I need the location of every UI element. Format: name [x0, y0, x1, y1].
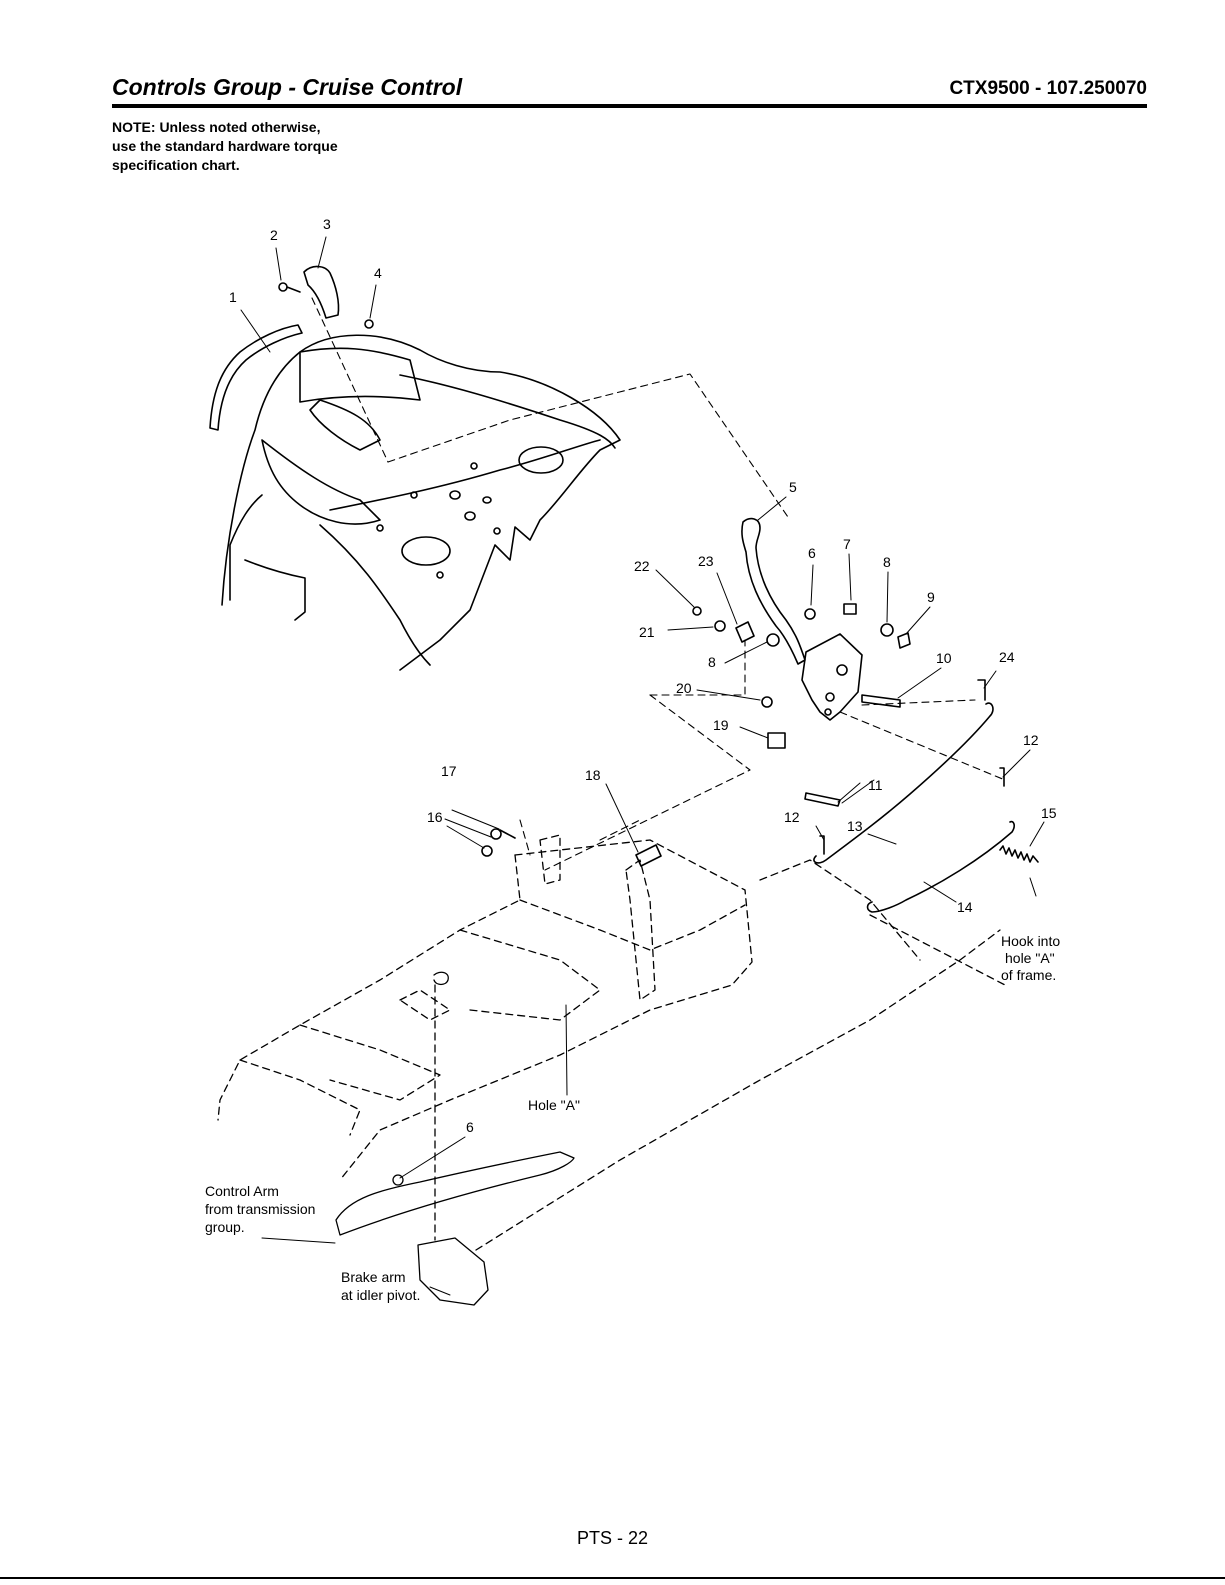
- header-rule: [112, 104, 1147, 108]
- hook-note-line: Hook into: [1001, 933, 1060, 949]
- explode-lines: [311, 297, 1006, 871]
- fender-assembly: [221, 334, 621, 671]
- callout-17: 17: [441, 763, 457, 779]
- page-title: Controls Group - Cruise Control: [112, 74, 463, 100]
- callout-21: 21: [639, 624, 655, 640]
- callout-5: 5: [789, 479, 797, 495]
- note-line: use the standard hardware torque: [112, 138, 338, 154]
- footer-rule: [0, 1577, 1225, 1579]
- cruise-bracket: [801, 633, 863, 721]
- part-2-bolt: [278, 282, 301, 293]
- hardware-small: [481, 603, 1005, 867]
- part-5-lever-rod: [741, 517, 806, 665]
- callout-10: 10: [936, 650, 952, 666]
- brake-arm-note-line: at idler pivot.: [341, 1287, 420, 1303]
- hole-a-label: Hole "A": [528, 1097, 580, 1113]
- callout-14: 14: [957, 899, 973, 915]
- hook-note-line: hole "A": [1005, 950, 1055, 966]
- leader-lines: [240, 236, 1045, 1296]
- callout-13: 13: [847, 818, 863, 834]
- callout-12: 12: [784, 809, 800, 825]
- control-arm-note-line: group.: [205, 1219, 245, 1235]
- callout-22: 22: [634, 558, 650, 574]
- note-line: NOTE: Unless noted otherwise,: [112, 119, 321, 135]
- callout-18: 18: [585, 767, 601, 783]
- part-3-handle: [303, 265, 340, 319]
- part-4-nut: [364, 319, 374, 329]
- brake-arm-note-line: Brake arm: [341, 1269, 406, 1285]
- note-line: specification chart.: [112, 157, 240, 173]
- part-13-rod: [813, 702, 994, 864]
- control-arm-note-line: from transmission: [205, 1201, 315, 1217]
- callout-3: 3: [323, 216, 331, 232]
- callout-9: 9: [927, 589, 935, 605]
- callout-11: 11: [868, 777, 883, 793]
- callout-15: 15: [1041, 805, 1057, 821]
- part-14-rod: [866, 820, 1015, 913]
- tractor-frame: [217, 834, 1006, 1306]
- callout-20: 20: [676, 680, 692, 696]
- control-arm-note-line: Control Arm: [205, 1183, 279, 1199]
- callout-12: 12: [1023, 732, 1039, 748]
- callout-16: 16: [427, 809, 443, 825]
- part-1-trim: [209, 324, 303, 431]
- callout-23: 23: [698, 553, 714, 569]
- callout-4: 4: [374, 265, 382, 281]
- part-15-spring: [999, 845, 1039, 863]
- callout-8: 8: [708, 654, 716, 670]
- callout-6: 6: [808, 545, 816, 561]
- page-number: PTS - 22: [576, 1528, 649, 1548]
- callout-1: 1: [229, 289, 237, 305]
- callout-19: 19: [713, 717, 729, 733]
- callout-8: 8: [883, 554, 891, 570]
- torque-note: NOTE: Unless noted otherwise, use the st…: [112, 118, 412, 175]
- callout-24: 24: [999, 649, 1015, 665]
- callout-2: 2: [270, 227, 278, 243]
- hook-note-line: of frame.: [1001, 967, 1056, 983]
- model-number: CTX9500 - 107.250070: [949, 78, 1147, 99]
- callout-7: 7: [843, 536, 851, 552]
- callout-6: 6: [466, 1119, 474, 1135]
